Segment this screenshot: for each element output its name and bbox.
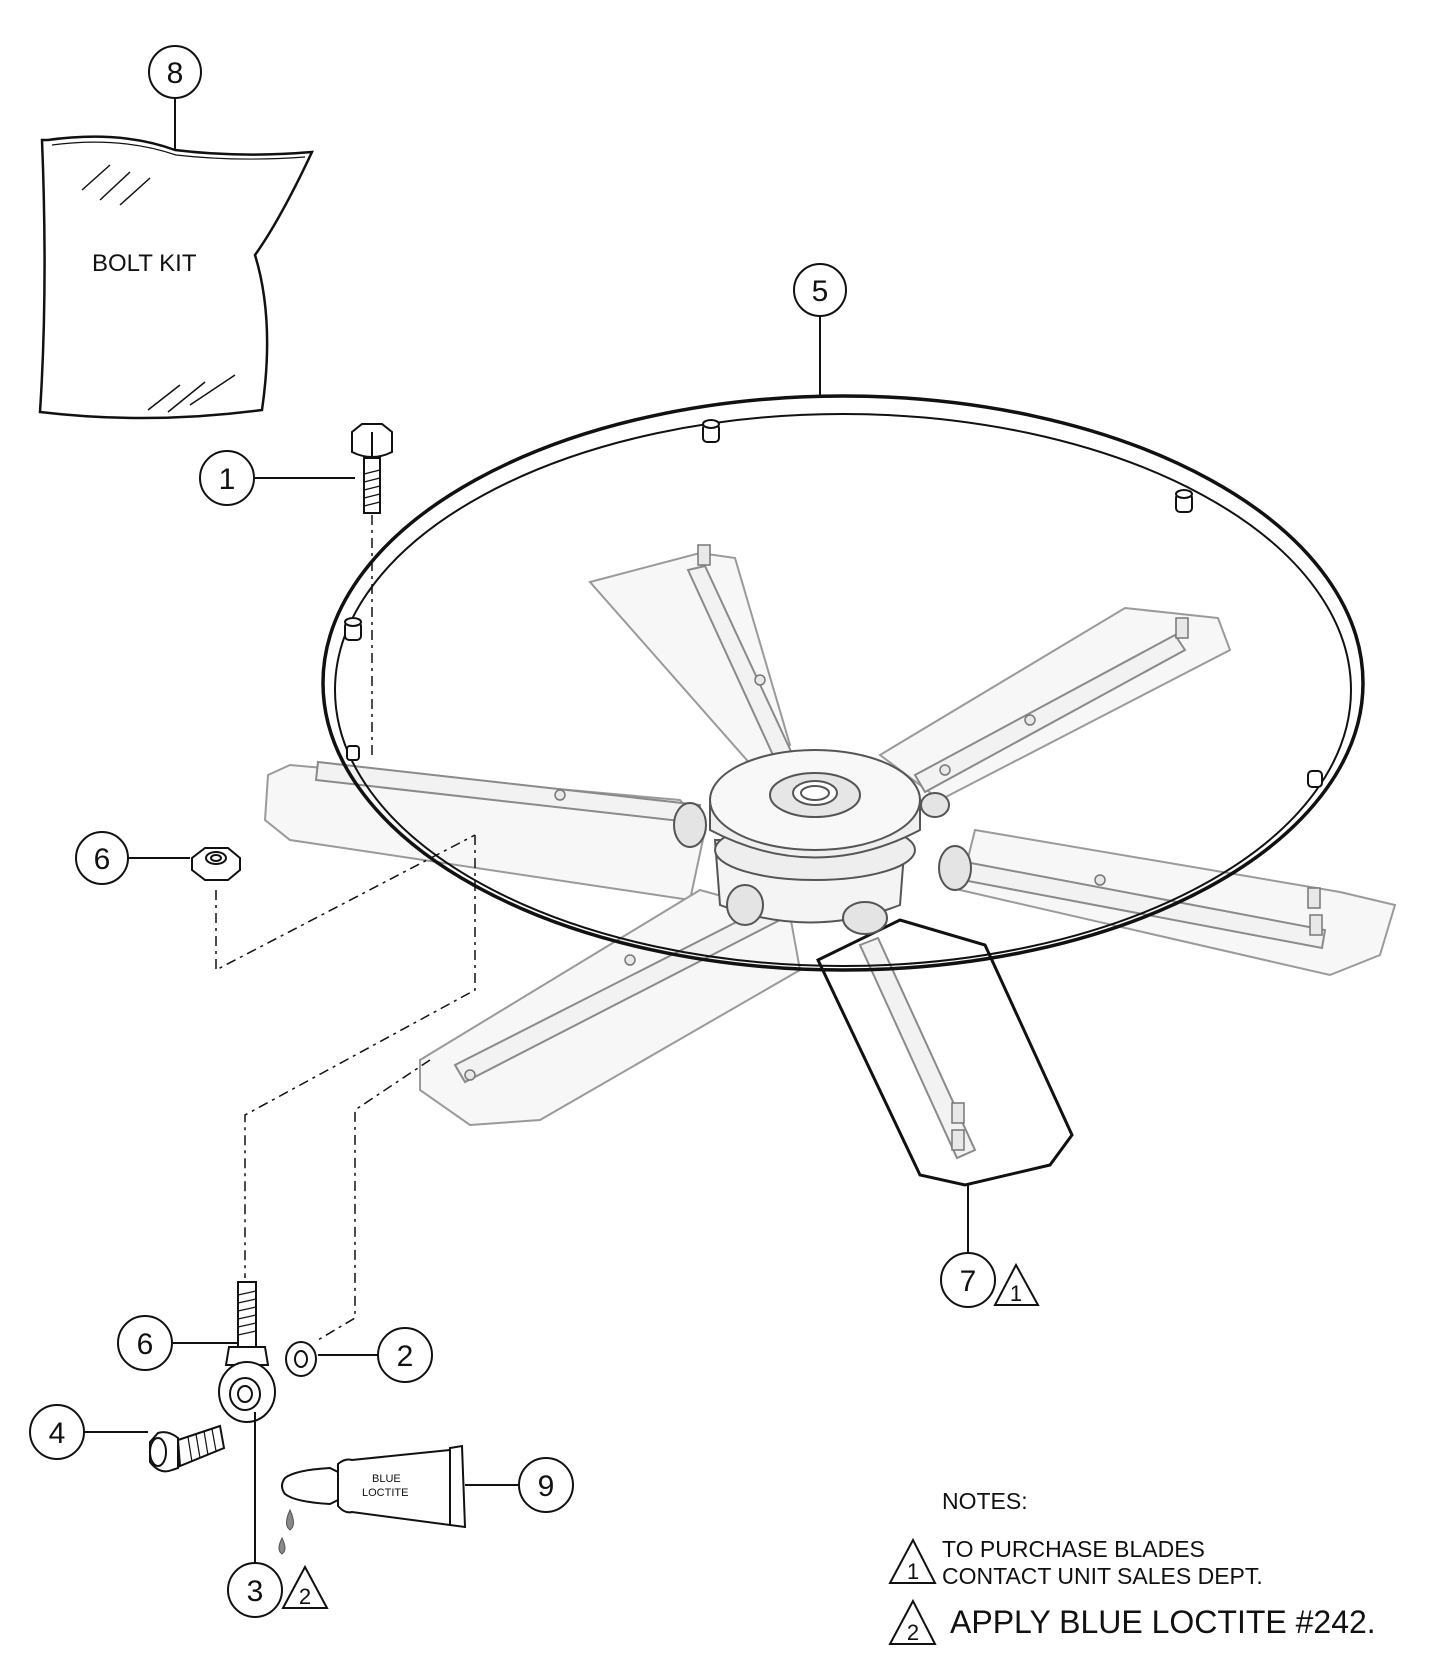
svg-text:1: 1	[907, 1559, 919, 1584]
loctite-drops	[278, 1508, 294, 1555]
bolt-kit-bag	[38, 135, 315, 420]
fitting	[951, 1129, 965, 1151]
bag-glare-marks	[81, 164, 236, 413]
tube-crimp	[449, 1444, 467, 1529]
hex-bolt	[351, 423, 393, 514]
callout-2: 2	[377, 1327, 433, 1383]
tube-nozzle	[281, 1466, 339, 1506]
fitting	[697, 544, 711, 566]
callout-6-jam-nut: 6	[117, 1315, 173, 1371]
arm-upper-right	[913, 633, 1187, 794]
fitting	[1307, 887, 1321, 909]
ring-inner	[334, 413, 1352, 967]
hex-nut	[191, 847, 241, 881]
note-2: APPLY BLUE LOCTITE #242.	[950, 1604, 1376, 1640]
bolt-kit-bag-inner-edge	[51, 141, 306, 160]
triangle-note-2-item3: 2	[281, 1564, 329, 1609]
clamp-right	[938, 845, 972, 891]
ring-standoffs	[344, 419, 1323, 788]
triangle-note-2: 2	[888, 1598, 937, 1645]
svg-text:7: 7	[960, 1265, 977, 1298]
fitting	[939, 764, 951, 776]
callout-6-nut: 6	[75, 831, 129, 885]
note-1-line-2: CONTACT UNIT SALES DEPT.	[942, 1563, 1263, 1589]
blade-upper-left	[588, 551, 792, 777]
notes-title: NOTES:	[942, 1488, 1028, 1514]
callout-1: 1	[199, 450, 255, 506]
svg-text:6: 6	[94, 843, 111, 876]
assembly-guides	[215, 515, 476, 1341]
callout-7: 7	[940, 1252, 996, 1308]
tube-label-line2: LOCTITE	[362, 1487, 409, 1499]
callout-5: 5	[793, 263, 847, 317]
ring-outer	[321, 394, 1365, 972]
fitting	[1024, 714, 1036, 726]
hub-bore-inner	[800, 785, 830, 801]
rod-end-assembly	[149, 1281, 317, 1473]
callout-4: 4	[29, 1404, 85, 1460]
bolt-shank	[363, 457, 381, 514]
fitting	[754, 674, 766, 686]
svg-text:1: 1	[219, 463, 236, 496]
arm-lower-front	[858, 936, 977, 1160]
standoff-top	[702, 419, 720, 429]
callout-3: 3	[227, 1562, 283, 1618]
jam-nut	[224, 1346, 270, 1366]
fitting	[1309, 914, 1323, 936]
fitting	[554, 789, 566, 801]
fitting	[624, 954, 636, 966]
tube-label-line1: BLUE	[372, 1473, 401, 1485]
svg-text:8: 8	[167, 57, 184, 90]
rod-end-bore	[237, 1385, 253, 1403]
fitting	[464, 1069, 476, 1081]
fitting	[1175, 617, 1189, 639]
standoff	[1307, 770, 1323, 788]
svg-text:5: 5	[812, 275, 829, 308]
svg-text:6: 6	[137, 1328, 154, 1361]
svg-text:2: 2	[397, 1340, 414, 1373]
washer-hole	[294, 1350, 308, 1368]
triangle-note-1: 1	[888, 1537, 937, 1584]
nut-guide	[215, 834, 476, 972]
svg-text:3: 3	[247, 1575, 264, 1608]
note-1-line-1: TO PURCHASE BLADES	[942, 1536, 1205, 1562]
standoff-top	[344, 617, 362, 627]
svg-text:4: 4	[49, 1417, 66, 1450]
svg-text:2: 2	[907, 1620, 919, 1645]
fitting	[951, 1102, 965, 1124]
triangle-note-1-item7: 1	[993, 1262, 1040, 1306]
callout-8: 8	[148, 45, 202, 99]
blade-arms	[314, 564, 1327, 1160]
callout-9: 9	[518, 1457, 574, 1513]
clamp-left	[673, 802, 707, 848]
note-triangles: 1 2 1 2	[281, 1262, 1040, 1645]
callouts: 8 5 1 6 7 6 2 4	[29, 45, 996, 1618]
fitting	[1094, 874, 1106, 886]
stud-guide	[244, 835, 476, 1278]
clamp-front	[842, 901, 888, 935]
svg-text:2: 2	[299, 1584, 311, 1609]
cap-screw	[149, 1424, 226, 1473]
hub-clamps	[673, 792, 972, 935]
clamp-lower-left	[726, 884, 764, 926]
guard-ring	[321, 394, 1365, 972]
clamp-upper-right	[920, 792, 950, 818]
leader-lines	[84, 92, 969, 1563]
washer-guide	[317, 1059, 431, 1341]
standoff	[346, 745, 360, 761]
standoff-top	[1175, 489, 1193, 499]
bolt-kit-label: BOLT KIT	[92, 250, 197, 277]
arm-fittings	[464, 544, 1323, 1151]
svg-text:1: 1	[1010, 1281, 1022, 1306]
loctite-tube	[281, 1444, 467, 1529]
svg-text:9: 9	[538, 1470, 555, 1503]
